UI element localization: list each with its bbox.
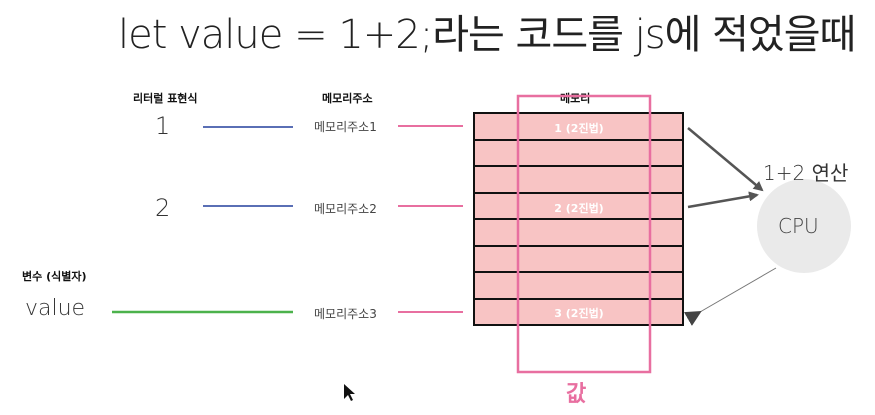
cursor-icon — [344, 384, 355, 401]
arrow-cell1-to-cpu — [687, 127, 764, 192]
arrow-cpu-to-cell3 — [683, 267, 777, 326]
memory-cell-1: 1 (2진법) — [554, 122, 604, 135]
literal-2: 2 — [155, 194, 171, 222]
variable-header: 변수 (식별자) — [22, 270, 87, 283]
literal-1: 1 — [155, 112, 171, 140]
address-3: 메모리주소3 — [314, 307, 377, 321]
arrow-cell2-to-cpu — [687, 191, 759, 209]
value-caption: 값 — [566, 382, 587, 407]
operation-label: 1+2 연산 — [763, 161, 849, 185]
page-title: let value = 1+2;라는 코드를 js에 적었을때 — [118, 12, 856, 58]
cpu-circle — [757, 179, 851, 273]
cpu-label: CPU — [778, 214, 819, 238]
variable-name: value — [25, 296, 86, 321]
address-header: 메모리주소 — [322, 92, 373, 105]
address-2: 메모리주소2 — [314, 202, 377, 216]
memory-block — [473, 112, 684, 326]
value-highlight-box — [516, 94, 652, 374]
memory-cell-2: 2 (2진법) — [554, 202, 604, 215]
literal-header: 리터럴 표현식 — [133, 92, 198, 105]
address-1: 메모리주소1 — [314, 120, 377, 134]
memory-cell-3: 3 (2진법) — [554, 307, 604, 320]
